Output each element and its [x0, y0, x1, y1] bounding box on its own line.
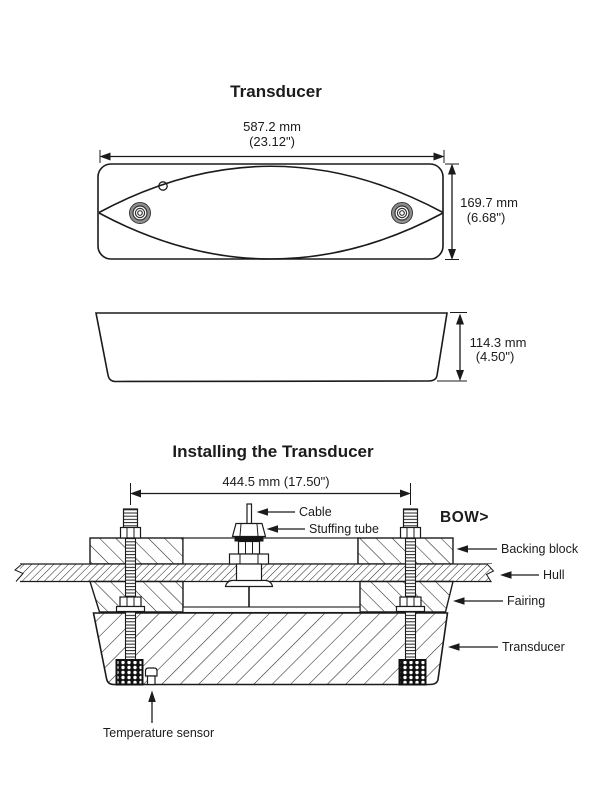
transducer-label: Transducer — [502, 640, 565, 654]
arrow-left-icon — [266, 525, 278, 533]
depth-dimension: 114.3 mm (4.50") — [437, 312, 527, 382]
arrow-left-icon — [448, 643, 460, 651]
bolt-spacing-dimension: 444.5 mm (17.50") — [130, 474, 411, 505]
height-dimension-in: (6.68") — [467, 210, 506, 225]
width-dimension: 587.2 mm (23.12") — [99, 119, 445, 163]
bolt-spacing-label: 444.5 mm (17.50") — [222, 474, 329, 489]
arrow-left-icon — [99, 152, 111, 161]
stuffing-tube-label: Stuffing tube — [309, 522, 379, 536]
washer — [115, 605, 146, 613]
vent-hole — [158, 181, 168, 191]
bolt-nut — [399, 526, 422, 539]
callout-hull: Hull — [500, 568, 565, 582]
arrow-up-icon — [448, 163, 456, 175]
cable-top — [246, 503, 253, 525]
tube-shaft — [235, 563, 263, 583]
mounting-bolt-right — [395, 508, 427, 686]
side-view: 114.3 mm (4.50") — [95, 312, 527, 383]
washer — [395, 605, 426, 613]
backing-block — [89, 537, 454, 565]
installation-view: Installing the Transducer 444.5 mm (17.5… — [9, 442, 579, 740]
bolt-fitting-left — [129, 202, 151, 224]
callout-transducer: Transducer — [448, 640, 565, 654]
arrow-up-icon — [148, 690, 156, 702]
tube-body — [237, 540, 261, 555]
bolt-nut — [119, 526, 142, 539]
hull-break-right — [486, 564, 499, 582]
hull-label: Hull — [543, 568, 565, 582]
lens-lower-arc — [98, 212, 444, 260]
arrow-left-icon — [456, 545, 468, 553]
bolt-stud — [122, 508, 139, 529]
callout-fairing: Fairing — [453, 594, 545, 608]
transducer-body — [92, 612, 449, 686]
fairing-nut — [119, 596, 142, 608]
seal-band — [234, 536, 264, 542]
callout-backing-block: Backing block — [456, 542, 579, 556]
width-dimension-mm: 587.2 mm — [243, 119, 301, 134]
temperature-sensor-label: Temperature sensor — [103, 726, 214, 740]
arrow-down-icon — [456, 370, 464, 381]
bolt-recess — [398, 659, 427, 686]
callout-temperature-sensor: Temperature sensor — [103, 690, 214, 740]
depth-dimension-in: (4.50") — [476, 349, 515, 364]
transducer-top-plate — [182, 606, 361, 614]
arrow-right-icon — [400, 489, 411, 498]
depth-dimension-mm: 114.3 mm — [470, 335, 527, 350]
bolt-recess — [115, 659, 144, 686]
arrow-down-icon — [448, 249, 456, 260]
lens-upper-arc — [98, 165, 444, 214]
callout-stuffing-tube: Stuffing tube — [266, 522, 379, 536]
arrow-right-icon — [433, 152, 445, 161]
page-title: Transducer — [230, 82, 322, 101]
arrow-left-icon — [130, 489, 141, 498]
temperature-sensor — [144, 667, 158, 686]
fairing-nut — [399, 596, 422, 608]
bolt-fitting-right — [391, 202, 413, 224]
height-dimension-mm: 169.7 mm — [460, 195, 518, 210]
height-dimension: 169.7 mm (6.68") — [445, 163, 518, 260]
tube-flange — [224, 579, 274, 588]
cable-label: Cable — [299, 505, 332, 519]
arrow-up-icon — [456, 313, 464, 325]
tube-hex-nut — [228, 553, 270, 565]
arrow-left-icon — [453, 597, 465, 605]
arrow-left-icon — [500, 571, 512, 579]
fairing-label: Fairing — [507, 594, 545, 608]
transducer-side-outline — [95, 312, 448, 383]
top-view: Transducer 587.2 mm (23.12") — [97, 82, 518, 260]
install-title: Installing the Transducer — [172, 442, 374, 461]
bolt-stud — [402, 508, 419, 529]
bow-direction-label: BOW> — [440, 509, 489, 526]
mounting-bolt-left — [115, 508, 146, 686]
callout-cable: Cable — [256, 505, 332, 519]
width-dimension-in: (23.12") — [249, 134, 295, 149]
stuffing-tube-assembly — [224, 503, 274, 607]
backing-block-label: Backing block — [501, 542, 579, 556]
arrow-left-icon — [256, 508, 268, 516]
stuffing-top-nut — [231, 522, 267, 538]
